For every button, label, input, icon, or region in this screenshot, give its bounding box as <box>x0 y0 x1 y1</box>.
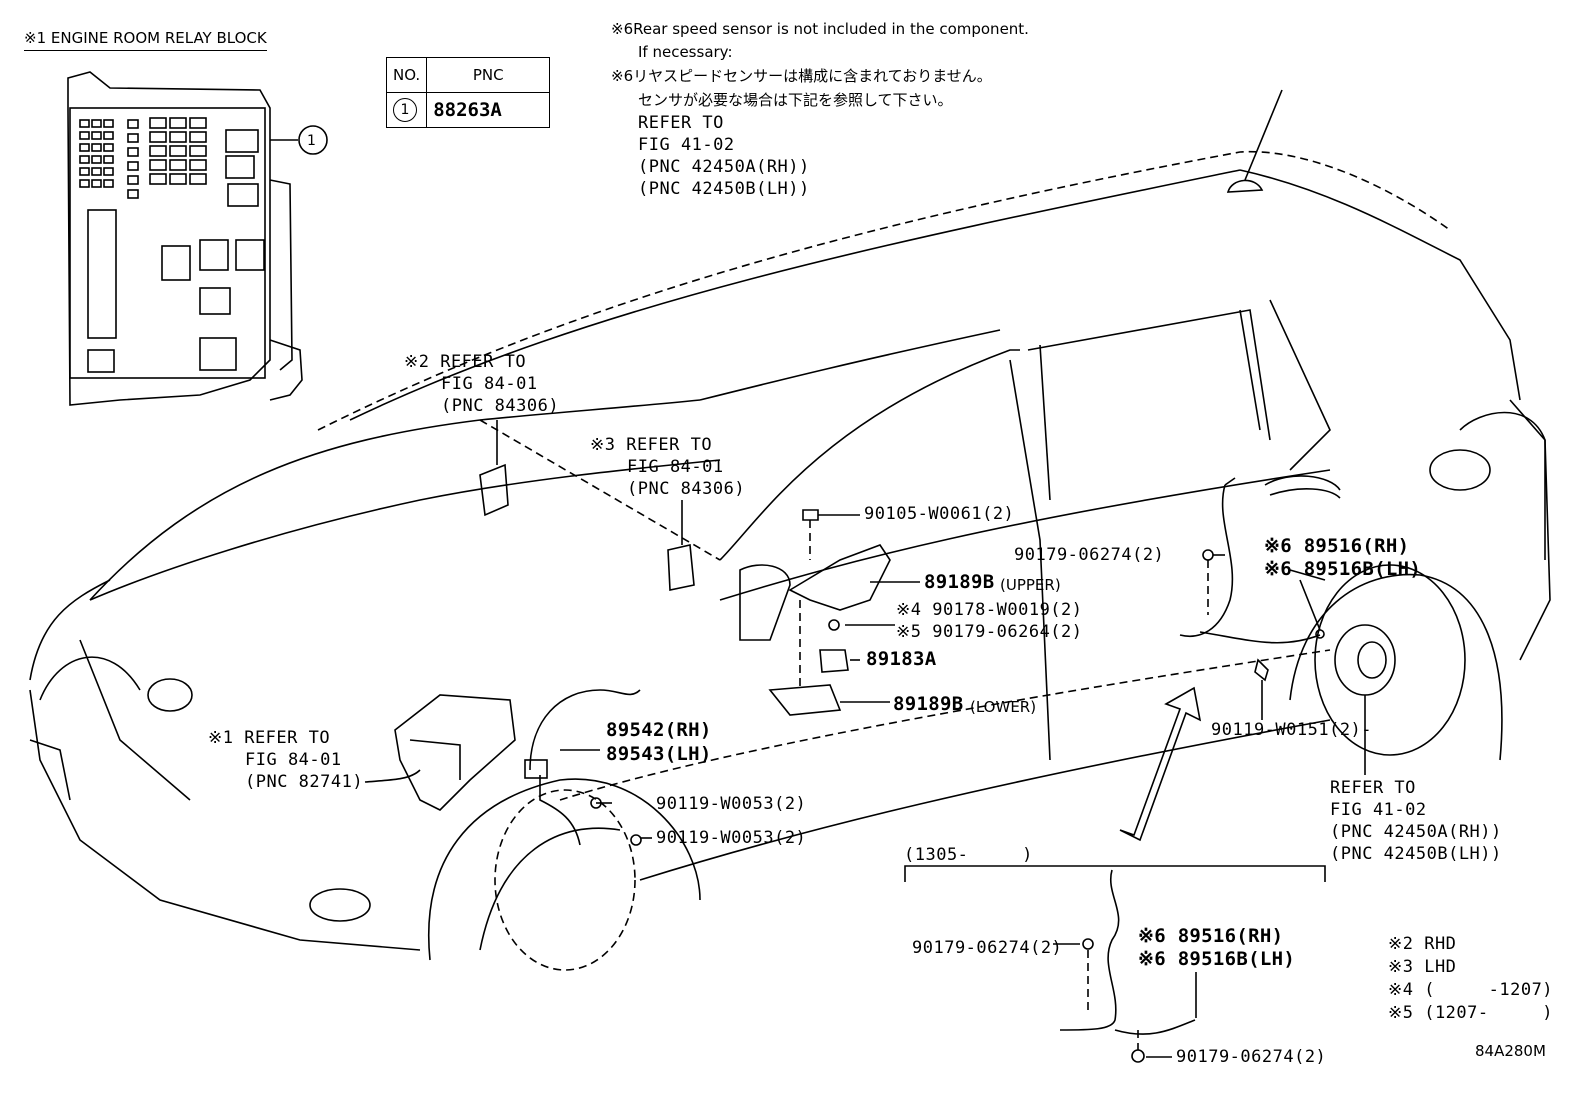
part-89189b-upper-suffix: (UPPER) <box>1000 576 1061 594</box>
pnc-row-number: 1 <box>393 98 417 122</box>
legend-note-5: ※5 (1207- ) <box>1388 1003 1554 1023</box>
ref2-line2: FIG 84-01 <box>441 374 538 394</box>
note6-ref-line1: REFER TO <box>638 113 724 133</box>
part-89542-rh: 89542(RH) <box>606 719 712 741</box>
ref3-line1: ※3 REFER TO <box>590 435 713 455</box>
part-89183a: 89183A <box>866 648 937 670</box>
part-90105-w0061: 90105-W0061(2) <box>864 504 1015 524</box>
ref3-line3: (PNC 84306) <box>627 479 746 499</box>
ref-rear-line4: (PNC 42450B(LH)) <box>1330 844 1502 864</box>
inset-part-89516b-lh: ※6 89516B(LH) <box>1138 948 1296 970</box>
pnc-table-row: 1 88263A <box>385 92 551 128</box>
part-90119-w0053-b: 90119-W0053(2) <box>656 828 807 848</box>
note6-english-line1: ※6Rear speed sensor is not included in t… <box>611 20 1029 38</box>
part-89543-lh: 89543(LH) <box>606 743 712 765</box>
part-90179-06274-upper: 90179-06274(2) <box>1014 545 1165 565</box>
pnc-row-value: 88263A <box>433 99 502 121</box>
note6-english-line2: If necessary: <box>638 43 733 61</box>
inset-part-90179-06274-a: 90179-06274(2) <box>912 938 1063 958</box>
part-89189b-lower: 89189B <box>893 693 964 715</box>
ref-rear-line3: (PNC 42450A(RH)) <box>1330 822 1502 842</box>
ref-rear-line1: REFER TO <box>1330 778 1416 798</box>
inset-art <box>904 865 1326 1063</box>
inset-part-89516-rh: ※6 89516(RH) <box>1138 925 1284 947</box>
inset-part-90179-06274-b: 90179-06274(2) <box>1176 1047 1327 1067</box>
legend-note-3: ※3 LHD <box>1388 957 1457 977</box>
part-90178-w0019: ※4 90178-W0019(2) <box>896 600 1083 620</box>
part-90179-06264: ※5 90179-06264(2) <box>896 622 1083 642</box>
ref-rear-line2: FIG 41-02 <box>1330 800 1427 820</box>
relay-block-illustration <box>67 71 328 406</box>
part-89516-rh: ※6 89516(RH) <box>1264 535 1410 557</box>
ref2-line1: ※2 REFER TO <box>404 352 527 372</box>
pnc-table-header-pnc: PNC <box>426 57 551 93</box>
note6-ref-line3: (PNC 42450A(RH)) <box>638 157 810 177</box>
ref1-line2: FIG 84-01 <box>245 750 342 770</box>
relay-block-title: ※1 ENGINE ROOM RELAY BLOCK <box>24 28 267 51</box>
figure-code: 84A280M <box>1475 1042 1546 1060</box>
note6-japanese-line2: センサが必要な場合は下記を参照して下さい。 <box>638 91 953 109</box>
part-89189b-lower-suffix: (LOWER) <box>970 698 1037 716</box>
inset-range-label: (1305- ) <box>904 845 1033 865</box>
part-89516b-lh: ※6 89516B(LH) <box>1264 558 1422 580</box>
component-art <box>364 420 1396 846</box>
note6-japanese-line1: ※6リヤスピードセンサーは構成に含まれておりません。 <box>611 67 992 85</box>
legend-note-2: ※2 RHD <box>1388 934 1457 954</box>
ref2-line3: (PNC 84306) <box>441 396 560 416</box>
ref1-line3: (PNC 82741) <box>245 772 364 792</box>
part-89189b-upper: 89189B <box>924 571 995 593</box>
pnc-table-header-no: NO. <box>385 57 428 93</box>
ref1-line1: ※1 REFER TO <box>208 728 331 748</box>
callout-number-1: 1 <box>307 133 316 149</box>
note6-ref-line2: FIG 41-02 <box>638 135 735 155</box>
note6-ref-line4: (PNC 42450B(LH)) <box>638 179 810 199</box>
car-body-outline <box>29 89 1551 971</box>
part-90119-w0053-a: 90119-W0053(2) <box>656 794 807 814</box>
part-90119-w0151: 90119-W0151(2)- <box>1211 720 1373 740</box>
pnc-table: NO. PNC 1 88263A <box>385 57 551 128</box>
legend-note-4: ※4 ( -1207) <box>1388 980 1554 1000</box>
ref3-line2: FIG 84-01 <box>627 457 724 477</box>
